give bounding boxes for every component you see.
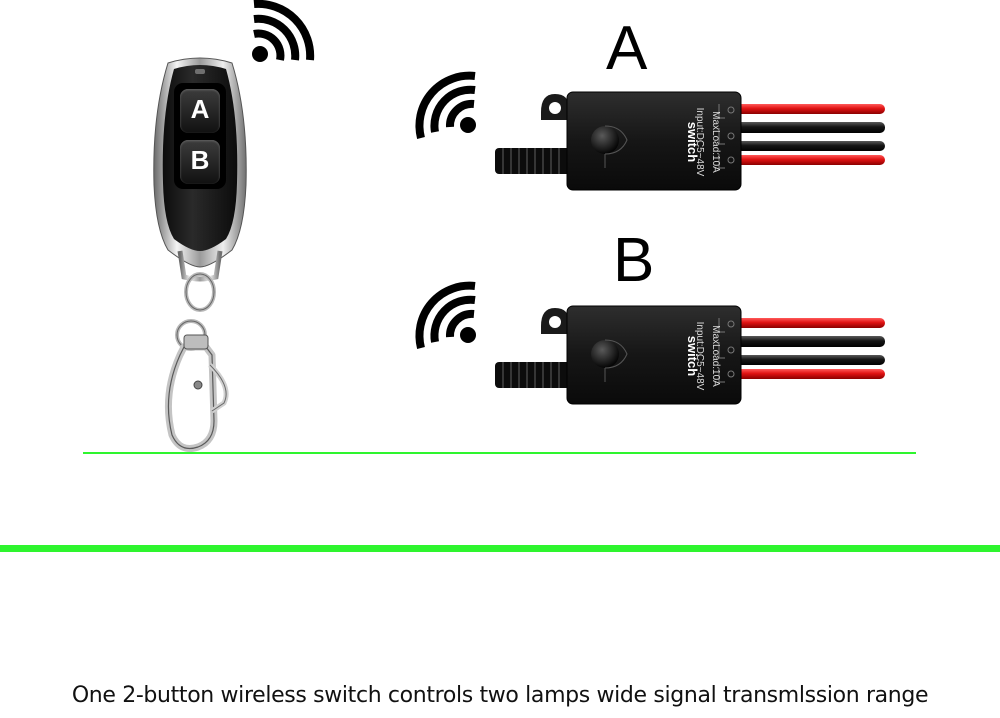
receiver-module-a: switch Input:DC5~48V MaxLoad:10A — [495, 88, 890, 200]
receiver-input-spec: Input:DC5~48V — [694, 107, 705, 177]
remote-control: A B — [140, 55, 260, 455]
carabiner-clip-icon — [140, 325, 260, 455]
receiver-maxload-spec: MaxLoad:10A — [710, 111, 721, 173]
receiver-b-label: B — [613, 226, 655, 295]
receiver-input-spec: Input:DC5~48V — [694, 321, 705, 391]
antenna-icon — [495, 148, 573, 174]
wifi-signal-icon — [413, 281, 483, 360]
remote-button-b[interactable]: B — [180, 140, 220, 184]
receiver-maxload-spec: MaxLoad:10A — [710, 325, 721, 387]
wifi-signal-icon — [413, 71, 483, 150]
antenna-icon — [495, 362, 573, 388]
remote-button-a-label: A — [190, 94, 210, 124]
caption: One 2-button wireless switch controls tw… — [71, 683, 929, 708]
divider-line-upper — [83, 452, 916, 454]
wifi-signal-icon — [248, 0, 318, 68]
remote-button-a[interactable]: A — [180, 89, 220, 133]
divider-line-lower — [0, 545, 1000, 552]
receiver-a-label: A — [606, 14, 648, 83]
remote-button-b-label: B — [190, 145, 210, 175]
receiver-module-b: switch Input:DC5~48V MaxLoad:10A — [495, 302, 890, 414]
